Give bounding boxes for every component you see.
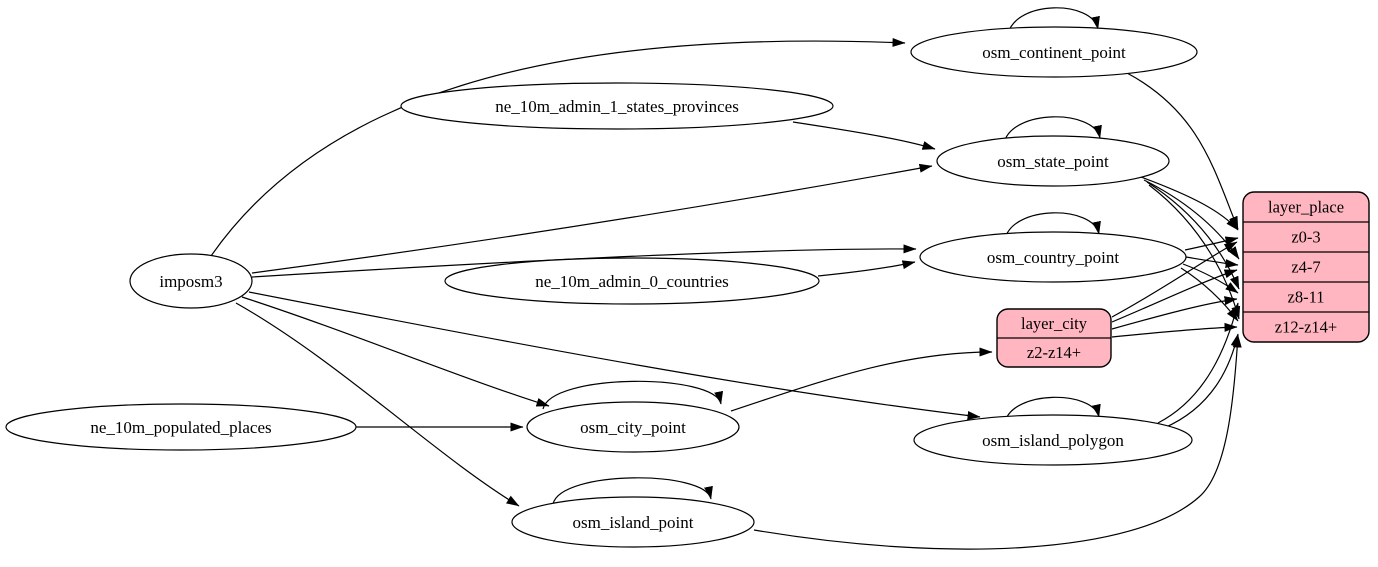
record-layer_place: layer_place z0-3 z4-7 z8-11 z12-z14+ [1242,191,1370,343]
node-shape-osm_island_point [511,496,755,548]
node-ne_10m_admin_0_countries: ne_10m_admin_0_countries [444,257,820,305]
record-layer_city: layer_city z2-z14+ [996,308,1112,368]
record-shape-layer_place [1242,191,1370,343]
record-row-layer_place-z0-3: z0-3 [1291,228,1320,247]
edge-imposm3-to-osm_continent_point [210,37,906,257]
node-label-osm_continent_point: osm_continent_point [982,43,1126,62]
edge-imposm3-to-osm_state_point [251,163,933,274]
node-shape-osm_state_point [936,135,1170,187]
edge-ne_10m_admin_0_countries-to-osm_country_point [817,260,916,277]
self-loop-osm_island_point [552,477,713,505]
node-osm_city_point: osm_city_point [526,401,740,453]
record-row-layer_place-z8-11: z8-11 [1288,288,1325,307]
node-shape-osm_city_point [526,401,740,453]
record-title-layer_place: layer_place [1268,198,1344,217]
node-ne_10m_admin_1_states_provinces: ne_10m_admin_1_states_provinces [400,82,834,130]
node-shape-osm_country_point [919,231,1187,283]
node-ne_10m_populated_places: ne_10m_populated_places [5,403,357,451]
edge-osm_continent_point-to-layer_place-z0-3 [1126,72,1239,230]
self-loop-osm_country_point [1004,212,1101,240]
node-shape-ne_10m_admin_1_states_provinces [400,82,834,130]
edge-osm_island_polygon-to-layer_place-z12-z14+ [1163,333,1240,429]
node-label-ne_10m_admin_1_states_provinces: ne_10m_admin_1_states_provinces [495,97,739,116]
edge-layer_city-to-layer_place-z0-3 [1111,241,1238,318]
self-loop-osm_island_polygon [1004,396,1101,423]
edge-imposm3-to-osm_island_point [235,302,520,507]
nodes-layer: imposm3 ne_10m_admin_1_states_provincesne… [5,26,1370,548]
edge-layer_city-to-layer_place-z8-11 [1111,296,1238,330]
self-loop-osm_continent_point [1007,7,1100,35]
edge-imposm3-to-osm_island_polygon [248,291,981,420]
node-shape-osm_continent_point [910,26,1198,78]
node-osm_island_point: osm_island_point [511,496,755,548]
node-imposm3: imposm3 [129,253,253,309]
edge-osm_state_point-to-layer_place-z0-3 [1140,176,1239,231]
edge-ne_10m_admin_1_states_provinces-to-osm_state_point [792,121,936,150]
node-label-osm_state_point: osm_state_point [997,152,1109,171]
record-title-layer_city: layer_city [1021,314,1088,333]
record-row-layer_place-z12-z14+: z12-z14+ [1275,318,1337,337]
edges-layer [210,7,1242,550]
node-label-osm_island_polygon: osm_island_polygon [982,431,1124,450]
node-shape-ne_10m_admin_0_countries [444,257,820,305]
self-loop-osm_city_point [542,380,723,410]
node-osm_continent_point: osm_continent_point [910,26,1198,78]
edge-layer_city-to-layer_place-z4-7 [1111,269,1238,323]
edge-osm_country_point-to-layer_place-z0-3 [1184,236,1239,251]
edge-osm_state_point-to-layer_place-z8-11 [1146,181,1240,290]
node-osm_country_point: osm_country_point [919,231,1187,283]
node-label-osm_city_point: osm_city_point [580,418,686,437]
node-shape-osm_island_polygon [913,414,1193,466]
node-label-ne_10m_populated_places: ne_10m_populated_places [90,418,271,437]
node-shape-imposm3 [129,253,253,309]
edge-layer_city-to-layer_place-z12-z14+ [1111,322,1238,338]
node-label-osm_island_point: osm_island_point [573,513,694,532]
edge-osm_city_point-to-layer_city-z2-z14+ [730,347,993,412]
node-label-osm_country_point: osm_country_point [987,248,1119,267]
node-label-imposm3: imposm3 [159,272,222,291]
node-label-ne_10m_admin_0_countries: ne_10m_admin_0_countries [535,272,729,291]
record-row-layer_place-z4-7: z4-7 [1291,258,1320,277]
edge-imposm3-to-osm_city_point [241,296,550,407]
edge-osm_country_point-to-layer_place-z4-7 [1185,256,1239,269]
edge-osm_island_polygon-to-layer_place-z8-11 [1157,302,1240,424]
self-loop-osm_state_point [1003,116,1102,144]
record-row-layer_city-z2-z14+: z2-z14+ [1027,343,1081,362]
node-osm_island_polygon: osm_island_polygon [913,414,1193,466]
node-osm_state_point: osm_state_point [936,135,1170,187]
node-shape-ne_10m_populated_places [5,403,357,451]
edge-osm_island_point-to-layer_place-z12-z14+ [753,334,1242,550]
edge-imposm3-to-osm_country_point [251,244,917,278]
